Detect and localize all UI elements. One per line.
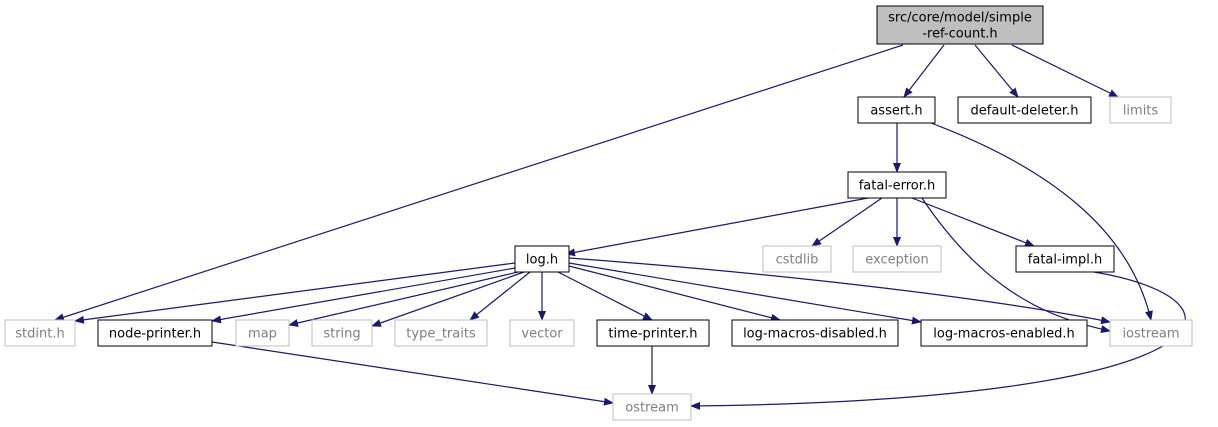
node-label: src/core/model/simple (888, 11, 1032, 26)
node-box (596, 319, 710, 347)
node-box (852, 245, 942, 273)
node-time-printer[interactable]: time-printer.h (596, 319, 710, 347)
edge-root-to-limits (1011, 44, 1119, 98)
edge-log-to-log_macros_disabled (568, 265, 781, 322)
edge-fatal_error-to-iostream (921, 197, 1111, 333)
node-label: node-printer.h (109, 327, 201, 342)
edge-node_printer-to-ostream (211, 341, 614, 406)
edge-log-to-iostream (568, 257, 1111, 325)
node-map: map (235, 319, 290, 347)
node-box (509, 319, 575, 347)
node-fatal-impl[interactable]: fatal-impl.h (1015, 245, 1115, 273)
edge-fatal_error-to-fatal_impl (911, 197, 1035, 247)
node-box (920, 319, 1088, 347)
node-label: default-deleter.h (971, 104, 1079, 119)
node-ostream: ostream (612, 393, 692, 421)
node-box (762, 245, 832, 273)
node-box (876, 5, 1044, 45)
node-label: -ref-count.h (922, 27, 997, 42)
node-label: iostream (1122, 327, 1179, 342)
node-label: log-macros-disabled.h (743, 327, 887, 342)
node-label: fatal-impl.h (1028, 253, 1102, 268)
node-box (857, 96, 936, 124)
node-vector: vector (509, 319, 575, 347)
node-exception: exception (852, 245, 942, 273)
node-label: time-printer.h (608, 327, 697, 342)
node-label: log-macros-enabled.h (933, 327, 1074, 342)
node-box (394, 319, 488, 347)
edge-root-to-stdint (54, 44, 904, 322)
node-node-printer[interactable]: node-printer.h (97, 319, 213, 347)
node-label: stdint.h (15, 327, 64, 342)
node-label: fatal-error.h (859, 179, 936, 194)
edge-log-to-time_printer (557, 271, 653, 321)
node-label: map (248, 327, 277, 342)
edge-assert-to-iostream (930, 122, 1153, 321)
node-box (957, 96, 1092, 124)
node-box (4, 319, 76, 347)
node-box (311, 319, 373, 347)
node-label: type_traits (406, 327, 476, 342)
node-assert[interactable]: assert.h (857, 96, 936, 124)
edge-log-to-map (288, 271, 519, 327)
node-box (1109, 96, 1172, 124)
node-label: vector (521, 327, 563, 342)
node-box (97, 319, 213, 347)
node-label: log.h (526, 253, 558, 268)
edge-log-to-type_traits (469, 271, 531, 321)
node-box (235, 319, 290, 347)
edge-root-to-assert (903, 44, 945, 98)
node-box (514, 245, 570, 273)
node-stdint: stdint.h (4, 319, 76, 347)
node-fatal-error[interactable]: fatal-error.h (847, 171, 947, 199)
node-box (1015, 245, 1115, 273)
edge-fatal_error-to-log (565, 197, 869, 257)
node-root: src/core/model/simple-ref-count.h (876, 5, 1044, 45)
node-label: ostream (625, 401, 679, 416)
edge-root-to-default_deleter (974, 44, 1019, 98)
edge-fatal_error-to-cstdlib (811, 197, 883, 247)
node-label: cstdlib (776, 253, 819, 268)
node-string: string (311, 319, 373, 347)
node-log[interactable]: log.h (514, 245, 570, 273)
edge-log-to-node_printer (211, 267, 516, 324)
edge-fatal_impl-to-ostream (690, 271, 1186, 410)
edge-log-to-stdint (74, 262, 516, 324)
node-box (1109, 319, 1193, 347)
node-box (612, 393, 692, 421)
node-iostream: iostream (1109, 319, 1193, 347)
node-limits: limits (1109, 96, 1172, 124)
edge-log-to-log_macros_enabled (568, 262, 922, 325)
node-log-macros-enabled[interactable]: log-macros-enabled.h (920, 319, 1088, 347)
edge-log-to-string (371, 271, 525, 327)
node-label: string (323, 327, 360, 342)
node-default-deleter[interactable]: default-deleter.h (957, 96, 1092, 124)
node-log-macros-disabled[interactable]: log-macros-disabled.h (731, 319, 899, 347)
node-box (847, 171, 947, 199)
node-label: limits (1123, 104, 1159, 119)
node-label: exception (865, 253, 929, 268)
node-type-traits: type_traits (394, 319, 488, 347)
node-cstdlib: cstdlib (762, 245, 832, 273)
node-box (731, 319, 899, 347)
node-label: assert.h (870, 104, 922, 119)
